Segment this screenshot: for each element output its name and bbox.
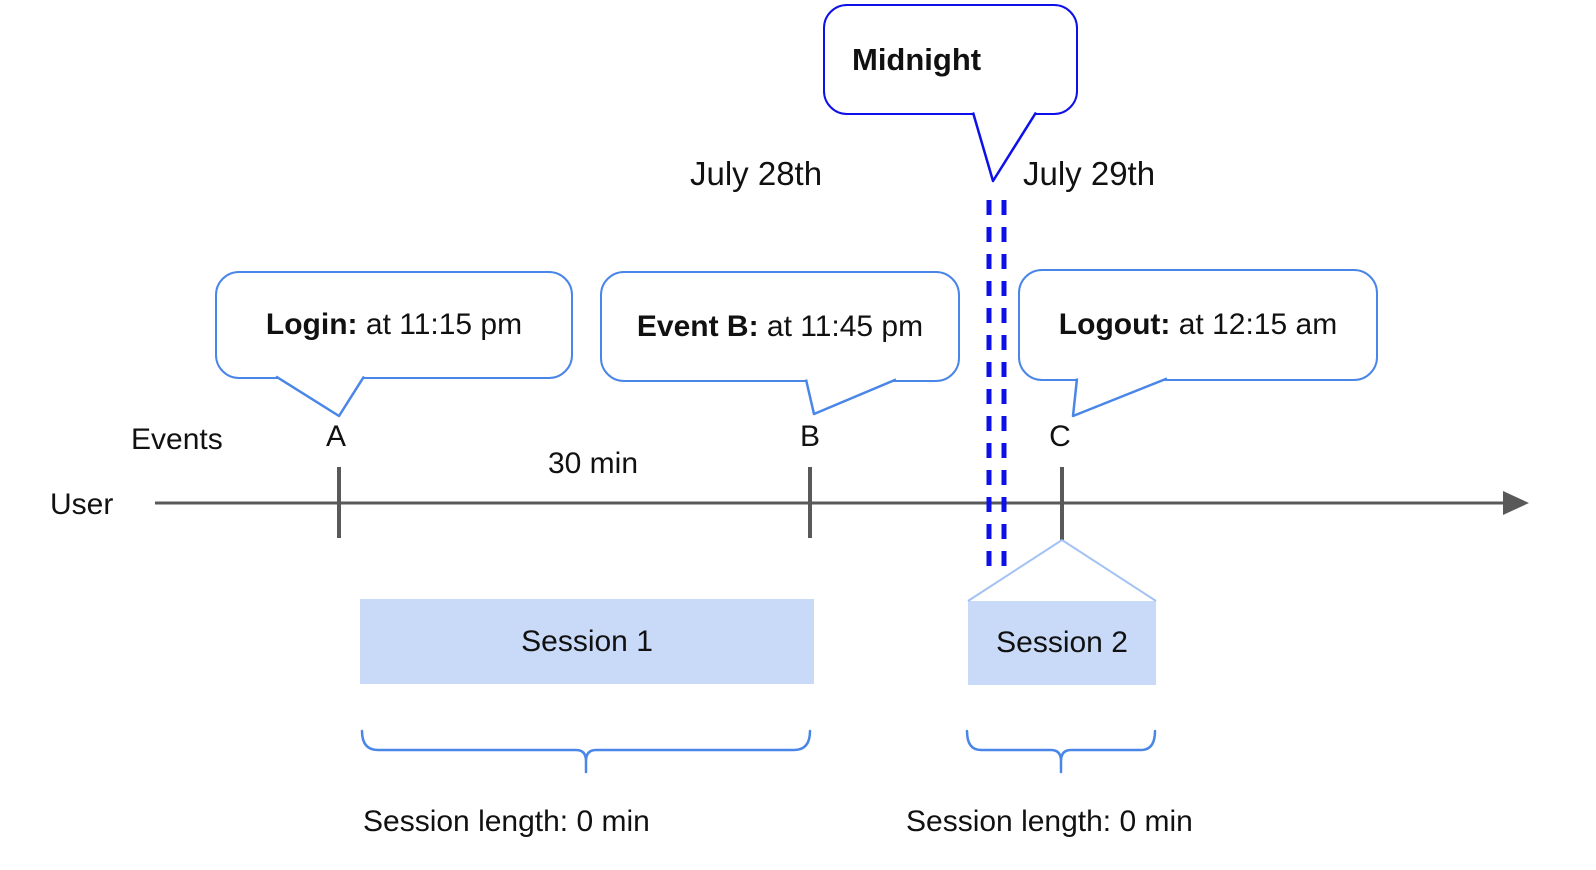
session-2-box: Session 2: [968, 601, 1156, 685]
midnight-callout-bubble: Midnight: [823, 4, 1078, 115]
session-1-brace: [360, 729, 812, 774]
event-marker-a: A: [325, 420, 347, 453]
date-july-28th: July 28th: [690, 155, 823, 192]
midnight-callout-label: Midnight: [852, 41, 982, 77]
session-2-label: Session 2: [996, 626, 1128, 659]
event-b-callout-tail: [804, 378, 897, 416]
session-1-label: Session 1: [521, 624, 653, 658]
logout-callout-bubble: Logout: at 12:15 am: [1018, 269, 1378, 381]
logout-callout-title: Logout:: [1058, 308, 1171, 341]
event-b-callout-title: Event B:: [636, 309, 759, 343]
events-row-label: Events: [131, 423, 223, 456]
event-marker-b: B: [799, 420, 821, 453]
session-1-box: Session 1: [360, 599, 814, 684]
session-1-length-label: Session length: 0 min: [363, 805, 650, 838]
login-callout-tail: [275, 375, 366, 418]
event-b-callout-time: at 11:45 pm: [758, 309, 924, 343]
login-callout-title: Login:: [265, 308, 358, 341]
session-2-brace: [965, 729, 1157, 774]
login-callout-bubble: Login: at 11:15 pm: [215, 271, 573, 379]
event-marker-c: C: [1049, 420, 1071, 453]
session-2-length-label: Session length: 0 min: [906, 805, 1193, 838]
timeline-arrowhead-icon: [1503, 491, 1529, 515]
user-row-label: User: [50, 488, 114, 521]
event-b-callout-bubble: Event B: at 11:45 pm: [600, 271, 960, 382]
interval-label-30min: 30 min: [547, 447, 639, 480]
logout-callout-tail: [1071, 377, 1168, 418]
login-callout-time: at 11:15 pm: [357, 308, 523, 341]
logout-callout-time: at 12:15 am: [1170, 308, 1338, 341]
event-c-to-session2-funnel-lines: [967, 539, 1157, 602]
date-july-29th: July 29th: [1023, 155, 1156, 192]
